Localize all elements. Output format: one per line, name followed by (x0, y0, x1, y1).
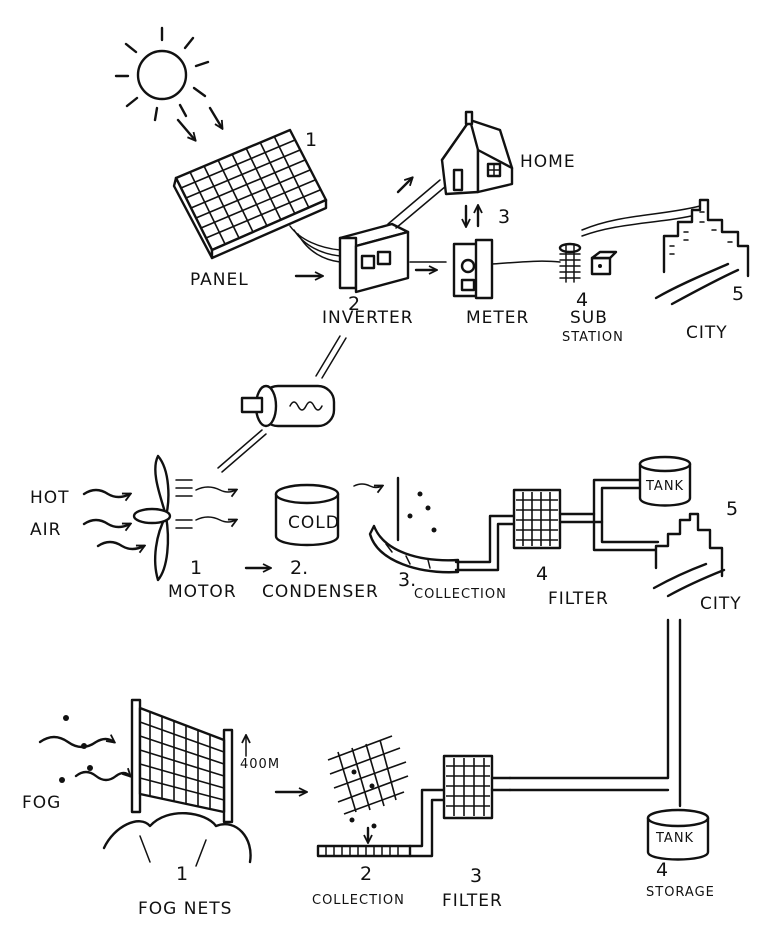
city-icon-top (654, 198, 750, 306)
hot-air-arrows (82, 488, 144, 549)
sun-icon (114, 26, 210, 122)
substation-label-2: STATION (562, 330, 624, 345)
home-arrow (396, 178, 412, 194)
solar-panel-icon (172, 128, 328, 260)
pipe-filter-main (490, 776, 512, 792)
storage-tank-icon (646, 808, 710, 861)
panel-number: 1 (305, 129, 317, 151)
inverter-number: 2 (348, 293, 360, 315)
home-label: HOME (520, 152, 576, 172)
condenser-icon (274, 483, 340, 547)
filter-number-air: 4 (536, 563, 548, 585)
air-label: AIR (30, 520, 61, 540)
collection-icon-air (368, 476, 460, 574)
storage-number: 4 (656, 859, 668, 881)
substation-icon (558, 242, 618, 283)
filter-icon-fog (442, 754, 494, 820)
condenser-out-arrow (353, 483, 382, 488)
generator-motor-wire (217, 429, 267, 473)
pipe-city-storage (508, 618, 682, 808)
turbine-icon (132, 454, 193, 582)
fog-net-icon (102, 698, 252, 867)
meter-icon (452, 238, 494, 300)
fog-arrows (38, 737, 130, 782)
substation-city-wire (581, 205, 701, 231)
filter-number-fog: 3 (470, 865, 482, 887)
home-meter-arrows (466, 206, 478, 226)
pipe-tray-filter (408, 788, 446, 858)
substation-number: 4 (576, 289, 588, 311)
net-mesh-icon (327, 735, 409, 829)
nets-number: 1 (176, 863, 188, 885)
inverter-motor-wire (315, 335, 347, 379)
city-number-middle: 5 (726, 498, 738, 520)
condenser-label: CONDENSER (262, 582, 379, 602)
motor-label: MOTOR (168, 582, 237, 602)
collection-label-fog: COLLECTION (312, 893, 405, 908)
city-number-top: 5 (732, 283, 744, 305)
filter-icon-air (512, 488, 562, 550)
meter-label: METER (466, 308, 529, 328)
inverter-label: INVERTER (322, 308, 414, 328)
meter-substation-wire (491, 260, 561, 265)
tank-label-fog: TANK (655, 831, 694, 846)
substation-label-1: SUB (570, 308, 608, 328)
home-icon (440, 110, 514, 196)
filter-label-air: FILTER (548, 589, 609, 609)
tank-icon-air (638, 455, 692, 507)
motor-number: 1 (190, 557, 202, 579)
nets-label: FOG NETS (138, 899, 232, 919)
pipe-collection-filter (454, 514, 516, 572)
inverter-home-wires (387, 179, 447, 229)
sunlight-arrows (176, 106, 222, 140)
city-label-middle: CITY (700, 594, 742, 614)
meter-number: 3 (498, 206, 510, 228)
hot-label: HOT (30, 488, 70, 508)
city-icon-middle (652, 512, 726, 598)
filter-label-fog: FILTER (442, 891, 503, 911)
height-label: 400M (240, 757, 280, 772)
cold-label: COLD (288, 513, 340, 533)
generator-icon (240, 384, 336, 428)
panel-inverter-wires (289, 225, 341, 263)
collection-tray-icon (316, 844, 412, 858)
fog-label: FOG (22, 793, 61, 813)
storage-label: STORAGE (646, 885, 715, 900)
inverter-icon (338, 222, 410, 294)
collection-number-fog: 2 (360, 863, 372, 885)
tank-label-air: TANK (645, 479, 684, 494)
city-label-top: CITY (686, 323, 728, 343)
air-flow-arrows (195, 486, 236, 522)
collection-label-air: COLLECTION (414, 587, 507, 602)
pipe-filter-tank (558, 478, 660, 552)
condenser-number: 2. (290, 557, 308, 579)
collection-number-air: 3. (398, 569, 416, 591)
panel-label: PANEL (190, 270, 249, 290)
